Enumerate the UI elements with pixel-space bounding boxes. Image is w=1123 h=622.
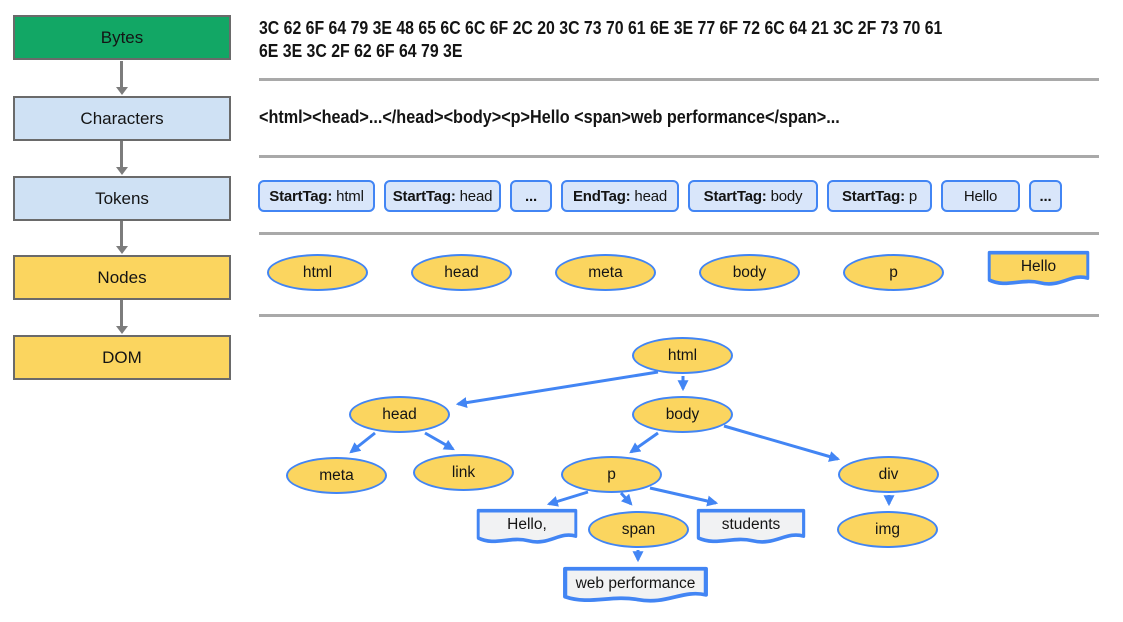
node-label: body [732, 263, 767, 281]
tree-node-body: body [632, 396, 733, 433]
pipeline-stage-label: Bytes [100, 27, 144, 47]
tree-node-text-web-performance: web performance [562, 566, 709, 607]
pipeline-stage-nodes: Nodes [13, 255, 231, 300]
token-keyword: StartTag: [841, 187, 905, 205]
token-value: Hello [963, 187, 998, 205]
pipeline-stage-dom: DOM [13, 335, 231, 380]
tree-node-head: head [349, 396, 450, 433]
tree-edge-p-hello [546, 490, 589, 507]
tree-node-link: link [413, 454, 514, 491]
token-keyword: ... [1039, 187, 1052, 205]
tokens-row: StartTag: html StartTag: head ... EndTag… [258, 180, 1062, 212]
arrow-down-icon [115, 300, 128, 334]
tree-edge-p-students [649, 486, 719, 507]
tree-edge-body-p [629, 431, 659, 454]
document-shape-icon [563, 566, 708, 603]
token-box: StartTag: head [384, 180, 501, 212]
pipeline-stage-label: Nodes [97, 267, 147, 287]
token-keyword: StartTag: [703, 187, 767, 205]
characters-text: <html><head>...</head><body><p>Hello <sp… [259, 107, 840, 127]
node-label: head [444, 263, 479, 281]
tree-node-img: img [837, 511, 938, 548]
tree-node-label: Hello, [507, 516, 547, 533]
node-ellipse-body: body [699, 254, 800, 291]
tree-node-label: html [667, 346, 698, 364]
token-value: head [630, 187, 668, 205]
tree-node-label: web performance [575, 574, 696, 592]
node-label: Hello [1020, 258, 1057, 275]
node-label: html [302, 263, 333, 281]
bytes-line-2: 6E 3E 3C 2F 62 6F 64 79 3E [259, 41, 463, 61]
tree-node-label: link [451, 463, 476, 481]
document-shape-icon [476, 508, 578, 544]
tree-node-text-hello: Hello, [476, 508, 578, 548]
tree-edge-html-head [455, 370, 659, 409]
node-label: p [889, 263, 898, 281]
node-ellipse-meta: meta [555, 254, 656, 291]
token-box-ellipsis: ... [510, 180, 552, 212]
tree-edge-body-div [723, 424, 841, 462]
pipeline-stage-bytes: Bytes [13, 15, 231, 60]
pipeline-stage-label: DOM [102, 347, 142, 367]
tree-node-html: html [632, 337, 733, 374]
token-value: body [766, 187, 803, 205]
row-divider [259, 314, 1099, 317]
token-box: EndTag: head [561, 180, 679, 212]
tree-node-label: div [878, 465, 899, 483]
tree-node-label: students [721, 516, 781, 533]
row-divider [259, 78, 1099, 81]
token-keyword: EndTag: [572, 187, 631, 205]
tree-node-meta: meta [286, 457, 387, 494]
node-ellipse-html: html [267, 254, 368, 291]
tree-node-label: p [607, 465, 616, 483]
node-ellipse-head: head [411, 254, 512, 291]
token-box: StartTag: body [688, 180, 818, 212]
arrow-down-icon [115, 141, 128, 175]
tree-node-span: span [588, 511, 689, 548]
token-box: Hello [941, 180, 1020, 212]
document-shape-icon [696, 508, 806, 544]
tree-node-label: img [875, 520, 900, 538]
pipeline-stage-label: Tokens [95, 188, 149, 208]
row-divider [259, 155, 1099, 158]
tree-edge-p-span [619, 491, 633, 506]
tree-node-label: body [665, 405, 700, 423]
token-value: p [904, 187, 918, 205]
token-keyword: StartTag: [269, 187, 333, 205]
node-label: meta [588, 263, 623, 281]
arrow-down-icon [115, 221, 128, 254]
pipeline-stage-label: Characters [80, 108, 164, 128]
bytes-line-1: 3C 62 6F 64 79 3E 48 65 6C 6C 6F 2C 20 3… [259, 18, 943, 38]
tree-edge-head-meta [349, 431, 376, 454]
tree-node-p: p [561, 456, 662, 493]
tree-node-label: head [382, 405, 417, 423]
bytes-hex-text: 3C 62 6F 64 79 3E 48 65 6C 6C 6F 2C 20 3… [259, 17, 1036, 63]
tree-node-text-students: students [696, 508, 806, 548]
node-ellipse-p: p [843, 254, 944, 291]
token-keyword: StartTag: [392, 187, 456, 205]
tree-node-label: meta [319, 466, 354, 484]
pipeline-stage-tokens: Tokens [13, 176, 231, 221]
node-text-hello: Hello [987, 250, 1090, 290]
token-value: html [332, 187, 364, 205]
token-value: head [455, 187, 493, 205]
characters-markup-text: <html><head>...</head><body><p>Hello <sp… [259, 107, 904, 128]
tree-node-label: span [621, 520, 656, 538]
tree-node-div: div [838, 456, 939, 493]
token-box: StartTag: p [827, 180, 932, 212]
document-shape-icon [987, 250, 1090, 286]
tree-edge-head-link [424, 431, 455, 451]
token-box-ellipsis: ... [1029, 180, 1062, 212]
token-box: StartTag: html [258, 180, 375, 212]
pipeline-stage-characters: Characters [13, 96, 231, 141]
token-keyword: ... [525, 187, 537, 205]
row-divider [259, 232, 1099, 235]
arrow-down-icon [115, 61, 128, 95]
